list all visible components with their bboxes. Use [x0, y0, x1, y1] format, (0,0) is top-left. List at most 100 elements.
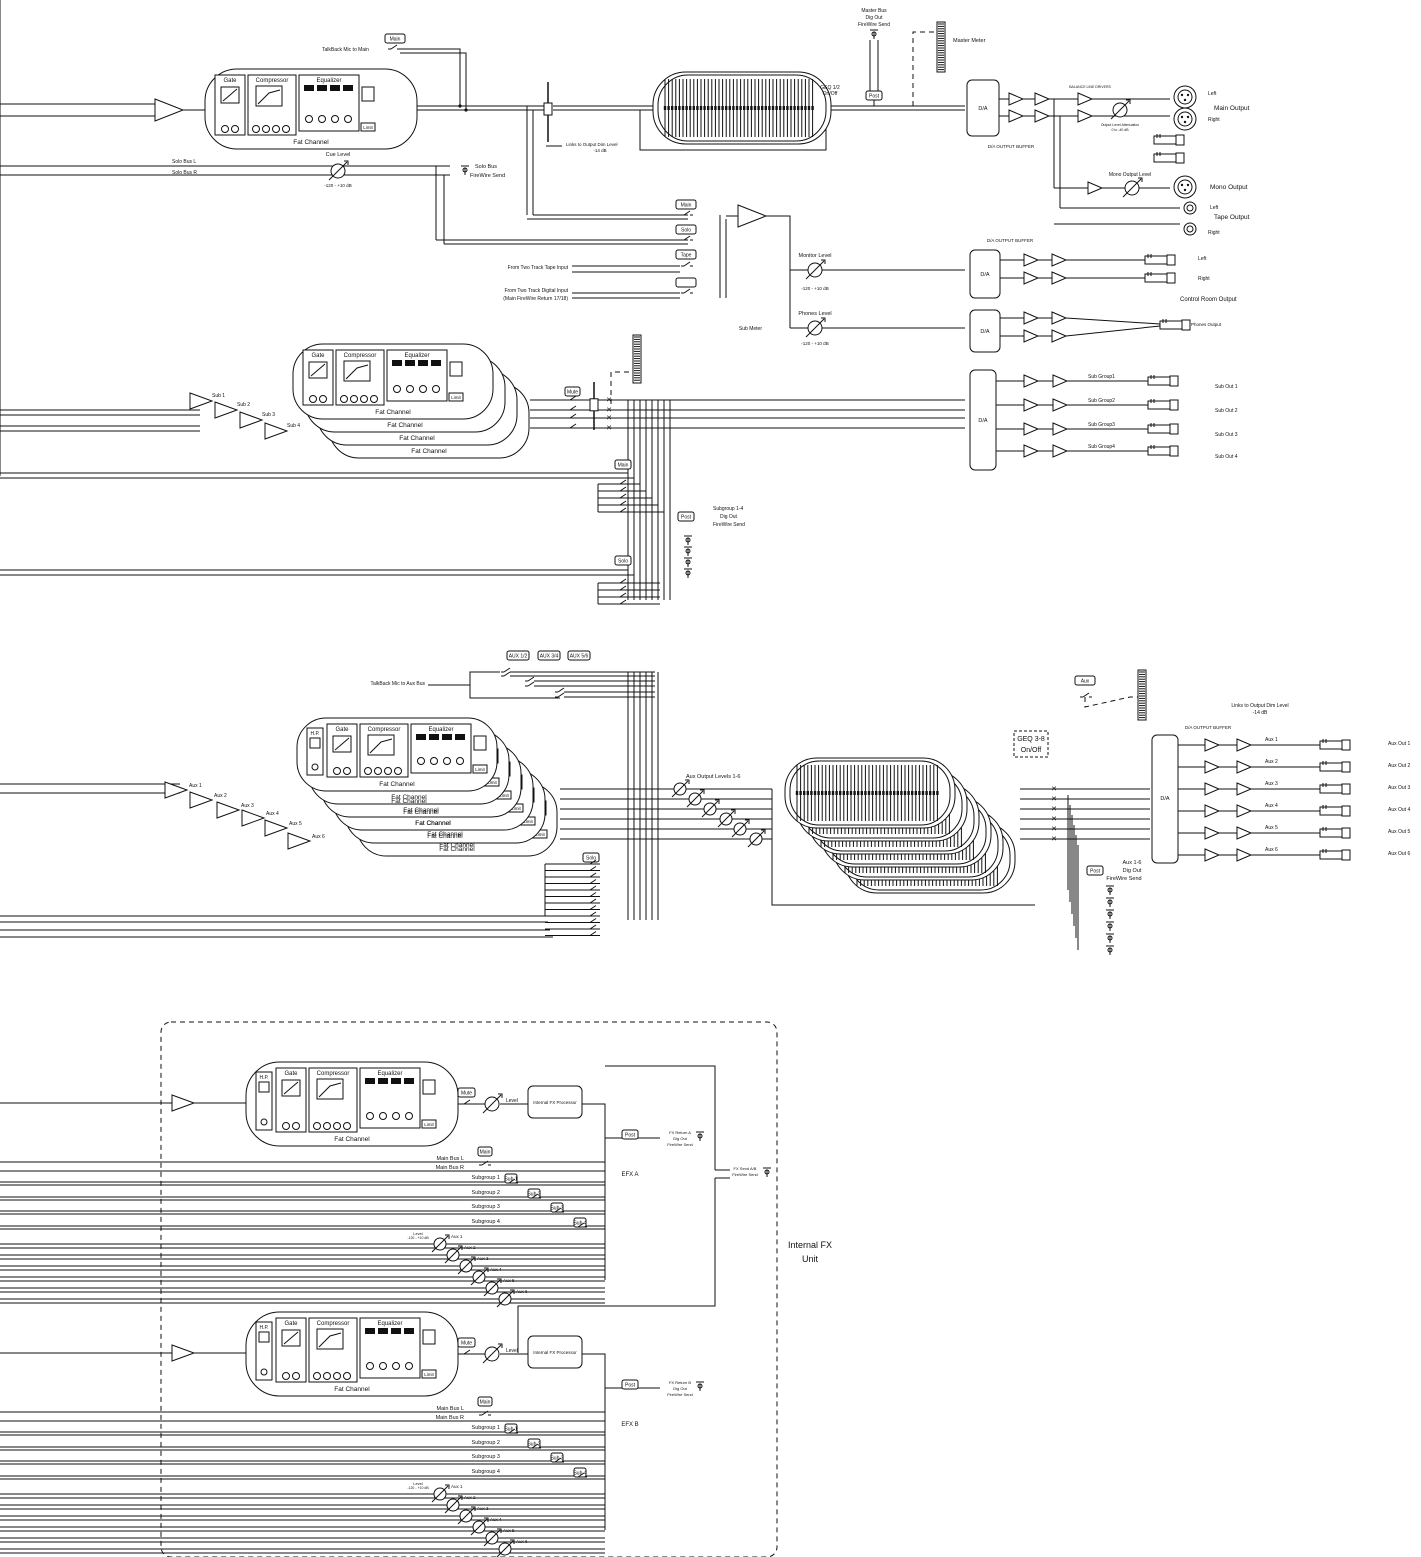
amplifier-triangle — [738, 205, 766, 227]
amplifier-triangle — [1052, 254, 1066, 266]
eq-band-bar — [391, 1078, 401, 1084]
compressor-knob — [263, 126, 270, 133]
geq-band-cap — [732, 106, 734, 110]
jack-tip — [1176, 153, 1184, 163]
switch-arm — [1083, 693, 1089, 697]
sub-out-label: Sub Out 1 — [1215, 384, 1238, 390]
firewire-icon — [1106, 946, 1114, 955]
xlr-output-icon — [1174, 176, 1196, 198]
range-label: -120 - +10 dB — [324, 183, 351, 188]
subgroup-label: Subgroup 2 — [472, 1190, 500, 1196]
geq-band-cap — [846, 791, 848, 795]
amplifier-triangle — [1205, 805, 1219, 817]
balance-drivers-label: BALANCE LINE DRIVERS — [1069, 85, 1111, 89]
aux-label: Aux 2 — [464, 1245, 476, 1250]
efx-label: EFX B — [621, 1422, 638, 1428]
aux-input-amp — [190, 792, 212, 808]
amplifier-triangle — [1009, 110, 1023, 122]
amplifier-triangle — [1024, 312, 1038, 324]
switch-arm — [528, 677, 534, 681]
fx-return-label: FX Return A — [669, 1130, 691, 1135]
aux-input-amp — [288, 833, 310, 849]
geq-band-cap — [696, 106, 698, 110]
driver-amp — [1237, 739, 1251, 751]
aux-solo-tag: Solo — [583, 853, 599, 862]
switch-arm — [620, 579, 626, 583]
hp-graph — [310, 738, 320, 748]
geq-band-cap — [700, 106, 702, 110]
gate-knob — [320, 396, 327, 403]
geq-band-cap — [897, 791, 899, 795]
switch-arm — [590, 880, 596, 884]
tag-label: Post — [869, 94, 880, 100]
aux56-tag: AUX 5/6 — [568, 651, 590, 660]
fader-icon — [590, 382, 598, 430]
right-label: Right — [1198, 276, 1210, 282]
eq-band-bar — [416, 734, 426, 740]
hp-label: H.P. — [259, 1325, 268, 1331]
compressor-knob — [361, 396, 368, 403]
compressor-knob — [344, 1373, 351, 1380]
aux-label: Aux 1 — [451, 1484, 463, 1489]
aux-label: Aux 2 — [1265, 759, 1278, 765]
dashed-link — [611, 372, 632, 404]
amplifier-triangle — [1237, 849, 1251, 861]
eq-band-bar — [442, 734, 452, 740]
gate-label: Gate — [335, 727, 349, 733]
junction-dot — [464, 108, 467, 111]
eq-knob — [393, 1363, 400, 1370]
hp-graph — [259, 1332, 269, 1342]
equalizer-label: Equalizer — [428, 727, 453, 733]
aux-label: Aux 6 — [516, 1539, 528, 1544]
geq-band-cap — [768, 106, 770, 110]
switch-arm — [558, 688, 564, 692]
jack-output-icon — [1148, 445, 1178, 456]
jack-tip — [1342, 828, 1350, 838]
equalizer-label: Equalizer — [316, 78, 341, 84]
sub-out-label: Sub Out 2 — [1215, 408, 1238, 414]
main-bus-r-label: Main Bus R — [436, 1165, 464, 1171]
tag-label: Main — [480, 1400, 491, 1406]
geq-band-cap — [693, 106, 695, 110]
compressor-knob — [334, 1123, 341, 1130]
switch-arm — [590, 886, 596, 890]
geq-onoff-label: On/Off — [823, 91, 838, 97]
eq-knob — [420, 386, 427, 393]
eq-band-bar — [431, 360, 441, 366]
links-dim-label: Links to Output Dim Level — [566, 142, 618, 147]
switch-arm — [391, 45, 397, 49]
amplifier-triangle — [1024, 254, 1038, 266]
aux34-tag: AUX 3/4 — [538, 651, 560, 660]
range-label: -120 - +10 dB — [407, 1486, 429, 1490]
firewire-icon — [696, 1132, 704, 1141]
fw-select-switch — [681, 289, 693, 293]
geq-band-cap — [721, 106, 723, 110]
internal-fx-processor: Internal FX Processor — [528, 1336, 582, 1368]
wire — [1066, 318, 1160, 324]
fx-return-label: FX Return B — [669, 1380, 691, 1385]
fx-aux-knob — [497, 1540, 514, 1557]
fx-aux-knob — [471, 1268, 488, 1285]
monitor-level-label: Monitor Level — [798, 253, 831, 259]
main-bus-r-label: Main Bus R — [436, 1415, 464, 1421]
geq-band-cap — [757, 106, 759, 110]
tag-label: AUX 3/4 — [540, 654, 559, 660]
aux-label: Aux 1 — [189, 783, 202, 789]
fw-send-label: FireWire Send — [732, 1172, 758, 1177]
geq-band-cap — [915, 791, 917, 795]
firewire-icon — [1106, 898, 1114, 907]
sub-main-tag: Main — [615, 460, 631, 469]
switch-arm — [464, 1350, 470, 1354]
subgroup-label: Subgroup 1 — [472, 1175, 500, 1181]
hp-label: H.P. — [259, 1075, 268, 1081]
equalizer-label: Equalizer — [377, 1071, 402, 1077]
talkback-main-label: TalkBack Mic to Main — [322, 47, 369, 53]
firewire-icon — [684, 569, 692, 578]
aux-label: Aux 3 — [241, 803, 254, 809]
firewire-icon — [1106, 886, 1114, 895]
level-label: Level — [506, 1348, 518, 1354]
switch-arm — [590, 919, 596, 923]
geq-band-cap — [810, 791, 812, 795]
eq-knob — [367, 1113, 374, 1120]
switch-arm — [620, 586, 626, 590]
